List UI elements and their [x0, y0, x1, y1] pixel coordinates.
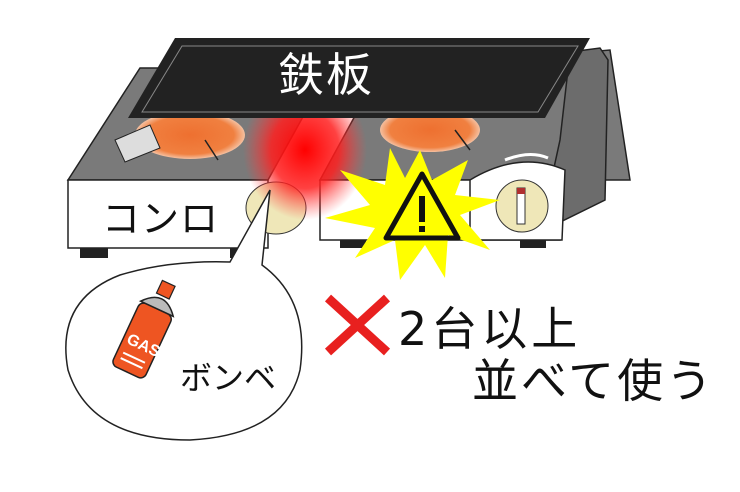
warning-text-line1: 2台以上 [398, 302, 582, 356]
warning-triangle-icon [383, 171, 461, 241]
warning-burst [325, 148, 500, 280]
canister-label: ボンベ [180, 359, 277, 397]
iron-plate-label: 鉄板 [278, 48, 374, 102]
iron-plate [128, 38, 590, 118]
x-mark-icon [324, 294, 391, 356]
speech-bubble [65, 189, 303, 441]
gas-canister-icon: GAS [112, 279, 176, 379]
stove-label: コンロ [102, 197, 220, 241]
warning-text-line2: 並べて使う [472, 354, 716, 408]
